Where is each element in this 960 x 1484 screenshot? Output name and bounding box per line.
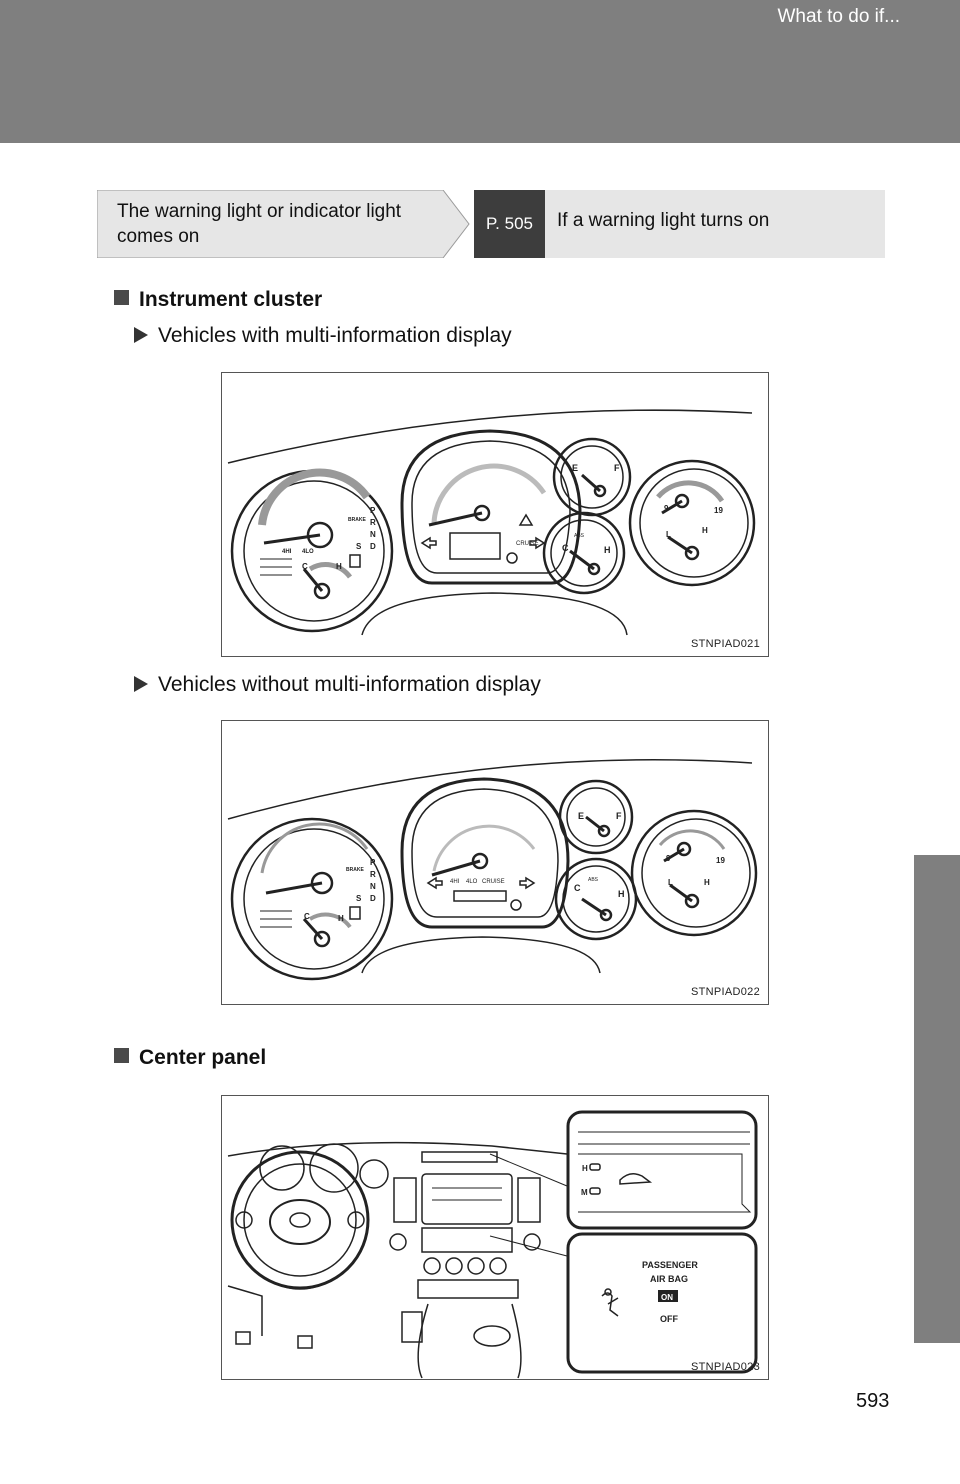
svg-text:M: M bbox=[581, 1188, 588, 1197]
svg-text:D: D bbox=[370, 542, 376, 551]
svg-text:ON: ON bbox=[661, 1293, 673, 1302]
callout-passenger-airbag: PASSENGER AIR BAG ON OFF bbox=[566, 1232, 758, 1374]
svg-text:9: 9 bbox=[664, 504, 669, 513]
center-stack bbox=[389, 1173, 541, 1379]
square-bullet-icon bbox=[114, 1048, 129, 1063]
temperature-gauge: C H ABS bbox=[554, 857, 638, 941]
svg-text:E: E bbox=[578, 811, 584, 821]
svg-text:H: H bbox=[604, 545, 611, 555]
svg-text:CRUISE: CRUISE bbox=[482, 879, 505, 885]
svg-text:PASSENGER: PASSENGER bbox=[642, 1260, 698, 1270]
square-bullet-icon bbox=[114, 290, 129, 305]
variant-with-mid: Vehicles with multi-information display bbox=[134, 324, 512, 348]
figure-cluster-without-mid: P R N D S C H BRAKE 4HI 4 bbox=[221, 720, 769, 1005]
chapter-tab bbox=[914, 855, 960, 1343]
page-number: 593 bbox=[856, 1390, 890, 1412]
temperature-gauge: C H ABS bbox=[542, 511, 626, 595]
svg-text:4LO: 4LO bbox=[466, 879, 478, 885]
svg-text:H: H bbox=[338, 914, 344, 923]
svg-text:BRAKE: BRAKE bbox=[348, 517, 366, 523]
section-title: Center panel bbox=[139, 1046, 267, 1069]
svg-text:H: H bbox=[702, 526, 708, 535]
speedometer-gauge: 4HI 4LO CRUISE bbox=[400, 777, 570, 929]
section-center-panel: Center panel bbox=[114, 1046, 266, 1070]
svg-text:H: H bbox=[336, 562, 342, 571]
center-panel-illustration: H M PASSENGER AIR BAG ON OFF bbox=[227, 1110, 758, 1379]
tachometer-gauge: P R N D S C H 4HI 4LO BRAKE bbox=[230, 468, 394, 633]
reference-action-box: If a warning light turns on bbox=[545, 190, 885, 258]
tachometer-gauge: P R N D S C H BRAKE bbox=[230, 817, 394, 981]
svg-text:ABS: ABS bbox=[574, 533, 585, 539]
speedometer-gauge: CRUISE bbox=[400, 429, 582, 585]
svg-text:F: F bbox=[616, 811, 622, 821]
svg-text:S: S bbox=[356, 542, 362, 551]
variant-without-mid: Vehicles without multi-information displ… bbox=[134, 673, 541, 697]
svg-text:C: C bbox=[562, 543, 569, 553]
triangle-bullet-icon bbox=[134, 327, 148, 343]
svg-text:D: D bbox=[370, 894, 376, 903]
page-header: What to do if... bbox=[0, 0, 960, 143]
svg-text:H: H bbox=[704, 878, 710, 887]
figure-cluster-with-mid: P R N D S C H 4HI 4LO BRAKE bbox=[221, 372, 769, 657]
oil-voltage-gauge: 9 19 L H bbox=[630, 809, 758, 937]
svg-text:C: C bbox=[574, 883, 581, 893]
svg-text:ABS: ABS bbox=[588, 877, 599, 883]
svg-text:N: N bbox=[370, 530, 376, 539]
variant-label: Vehicles with multi-information display bbox=[158, 324, 512, 347]
svg-text:4LO: 4LO bbox=[302, 549, 314, 555]
triangle-bullet-icon bbox=[134, 676, 148, 692]
svg-text:R: R bbox=[370, 870, 376, 879]
reference-page-link[interactable]: P. 505 bbox=[474, 190, 545, 258]
figure-code: STNPIAD023 bbox=[690, 1361, 760, 1373]
reference-action: If a warning light turns on bbox=[557, 210, 770, 231]
cluster-illustration: P R N D S C H 4HI 4LO BRAKE bbox=[227, 409, 756, 636]
figure-code: STNPIAD021 bbox=[690, 638, 760, 650]
figure-code: STNPIAD022 bbox=[690, 986, 760, 998]
figure-center-panel: H M PASSENGER AIR BAG ON OFF STNPIAD023 bbox=[221, 1095, 769, 1380]
variant-label: Vehicles without multi-information displ… bbox=[158, 673, 541, 696]
svg-text:4HI: 4HI bbox=[450, 879, 460, 885]
callout-headlight-leveling: H M bbox=[566, 1110, 758, 1230]
svg-text:N: N bbox=[370, 882, 376, 891]
svg-text:H: H bbox=[618, 889, 625, 899]
svg-text:E: E bbox=[572, 463, 578, 473]
reference-arrow-shape bbox=[97, 190, 470, 258]
svg-text:S: S bbox=[356, 894, 362, 903]
svg-text:CRUISE: CRUISE bbox=[516, 541, 539, 547]
svg-text:P: P bbox=[370, 858, 376, 867]
svg-text:F: F bbox=[614, 463, 620, 473]
header-title: What to do if... bbox=[777, 6, 901, 27]
svg-text:19: 19 bbox=[716, 856, 725, 865]
fuel-gauge: E F bbox=[558, 779, 634, 855]
cluster-illustration: P R N D S C H BRAKE 4HI 4 bbox=[227, 759, 758, 981]
svg-text:P: P bbox=[370, 506, 376, 515]
svg-text:L: L bbox=[666, 530, 671, 539]
reference-bar: The warning light or indicator light com… bbox=[97, 190, 885, 258]
svg-text:C: C bbox=[304, 912, 310, 921]
svg-text:R: R bbox=[370, 518, 376, 527]
section-title: Instrument cluster bbox=[139, 288, 323, 311]
svg-text:L: L bbox=[668, 878, 673, 887]
gauge-cluster-outline bbox=[259, 1143, 389, 1193]
steering-wheel bbox=[230, 1150, 370, 1290]
svg-text:C: C bbox=[302, 562, 308, 571]
svg-text:H: H bbox=[582, 1164, 588, 1173]
oil-voltage-gauge: 9 19 L H bbox=[628, 459, 756, 587]
fuel-gauge: E F bbox=[552, 437, 632, 517]
svg-text:BRAKE: BRAKE bbox=[346, 867, 364, 873]
svg-text:4HI: 4HI bbox=[282, 549, 292, 555]
section-instrument-cluster: Instrument cluster bbox=[114, 288, 322, 312]
reference-condition: The warning light or indicator light com… bbox=[117, 201, 402, 247]
svg-text:9: 9 bbox=[666, 854, 671, 863]
svg-text:OFF: OFF bbox=[660, 1314, 678, 1324]
svg-text:19: 19 bbox=[714, 506, 723, 515]
svg-text:AIR BAG: AIR BAG bbox=[650, 1274, 688, 1284]
